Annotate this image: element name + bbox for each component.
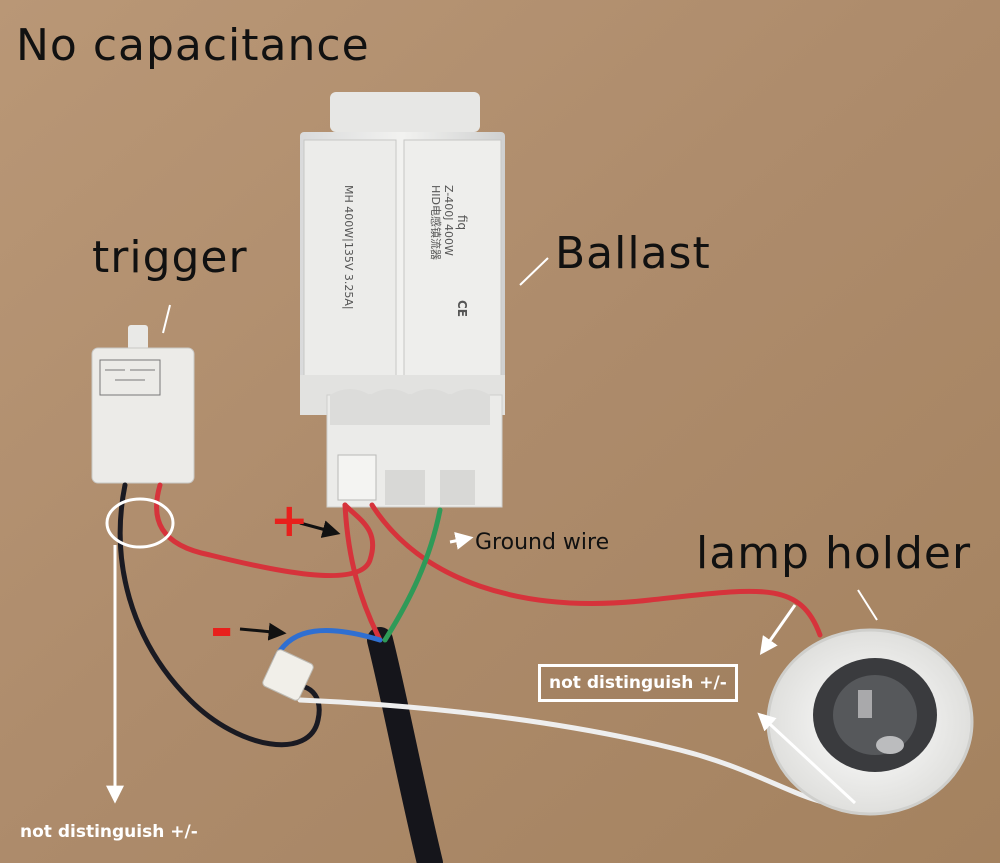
label-not-distinguish-box: not distinguish +/- [538, 664, 738, 702]
ballast-label-left: MH 400W|135V 3.25A| [342, 185, 355, 310]
ballast-ce-mark: CE [455, 300, 469, 317]
arrow-to-white [757, 712, 857, 805]
arrow-to-red [759, 604, 797, 655]
label-ballast: Ballast [555, 228, 711, 279]
highlight-circle [105, 497, 175, 549]
arrow-minus [239, 622, 287, 641]
ballast-label-right-2: HID电感镇流器 [429, 185, 443, 260]
title-no-capacitance: No capacitance [16, 20, 370, 71]
label-not-distinguish-bottom: not distinguish +/- [20, 822, 198, 842]
ballast-label-right: Z-400J 400W [442, 185, 455, 256]
trigger-device [91, 325, 195, 484]
lamp-holder-device [766, 628, 974, 816]
plus-sign: + [270, 493, 309, 547]
wire-connector [262, 649, 314, 701]
label-ground-wire: Ground wire [475, 530, 610, 555]
arrow-ground [449, 531, 474, 550]
arrow-plus [299, 520, 341, 538]
label-trigger: trigger [92, 232, 248, 283]
label-lamp-holder: lamp holder [696, 528, 972, 579]
minus-sign: - [210, 597, 234, 662]
ballast-brand: fiq [455, 215, 469, 230]
annotation-lines [105, 257, 878, 805]
ballast-device: MH 400W|135V 3.25A| Z-400J 400W HID电感镇流器… [300, 92, 505, 508]
